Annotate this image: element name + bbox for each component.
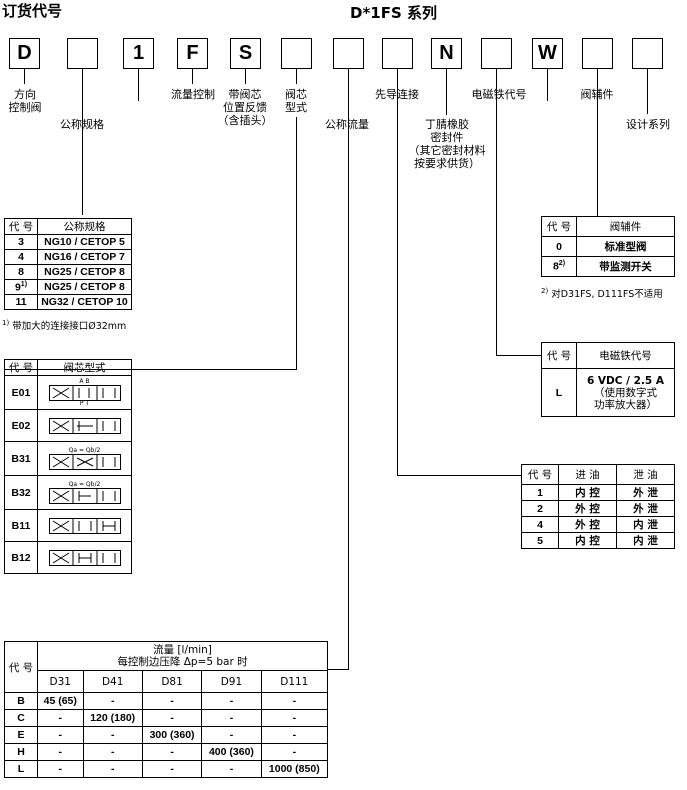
code-box-13 (632, 38, 663, 69)
sol-header-code: 代 号 (541, 342, 577, 369)
spool-table: 代 号阀芯型式 E01 A B P T E02 B31 Qa = Qb/2 B3… (4, 359, 132, 574)
label-solenoid: 电磁铁代号 (471, 88, 527, 101)
spool-symbol-b32 (48, 488, 121, 504)
spool-symbol-e01 (48, 384, 121, 401)
code-box-3: 1 (123, 38, 154, 69)
header-right: D*1FS 系列 (350, 4, 438, 22)
flow-col-d41: D41 (82, 670, 143, 693)
size-header-code: 代 号 (4, 218, 38, 235)
accessory-note: 2) 对D31FS, D111FS不适用 (541, 286, 663, 300)
spool-header-type: 阀芯型式 (37, 359, 132, 376)
table-row: 82)带监测开关 (541, 256, 675, 277)
code-box-10 (481, 38, 512, 69)
spool-header-code: 代 号 (4, 359, 38, 376)
table-row: L----1000 (850) (4, 760, 329, 778)
label-flow-ctrl: 流量控制 (171, 88, 215, 101)
flow-col-d31: D31 (37, 670, 84, 693)
acc-header-code: 代 号 (541, 216, 577, 237)
table-row: 91)NG25 / CETOP 8 (4, 279, 132, 295)
table-row: C-120 (180)--- (4, 709, 329, 727)
flow-header-code: 代 号 (4, 641, 38, 693)
table-row: B12 (4, 541, 132, 574)
label-dir-valve: 方向 控制阀 (8, 88, 42, 114)
code-box-11: W (532, 38, 563, 69)
acc-header-acc: 阀辅件 (576, 216, 675, 237)
size-note: 1) 带加大的连接接口Ø32mm (2, 318, 127, 332)
table-row: B32 Qa = Qb/2 (4, 475, 132, 510)
table-row: L 6 VDC / 2.5 A（使用数字式功率放大器） (541, 368, 675, 417)
flow-col-d91: D91 (201, 670, 262, 693)
code-box-9: N (431, 38, 462, 69)
code-box-4: F (177, 38, 208, 69)
solenoid-table: 代 号电磁铁代号 L 6 VDC / 2.5 A（使用数字式功率放大器） (541, 342, 675, 417)
label-spool-type: 阀芯 型式 (285, 88, 307, 114)
spool-symbol-e02 (48, 417, 121, 434)
code-box-12 (582, 38, 613, 69)
code-box-5: S (230, 38, 261, 69)
flow-header-title: 流量 [l/min]每控制边压降 Δp=5 bar 时 (37, 641, 328, 671)
code-box-7 (333, 38, 364, 69)
header-left: 订货代号 (2, 2, 63, 20)
label-design: 设计系列 (626, 118, 670, 131)
size-header-spec: 公称规格 (37, 218, 132, 235)
table-row: B31 Qa = Qb/2 (4, 441, 132, 476)
table-row: B11 (4, 509, 132, 542)
label-spool-fb: 带阀芯 位置反馈 （含插头） (217, 88, 273, 127)
table-row: E02 (4, 409, 132, 442)
spool-symbol-b31 (48, 454, 121, 470)
code-box-1: D (9, 38, 40, 69)
pilot-header-in: 进 油 (558, 464, 617, 485)
table-row: E01 A B P T (4, 375, 132, 410)
spool-symbol-b11 (48, 517, 121, 534)
sol-header-sol: 电磁铁代号 (576, 342, 675, 369)
code-box-8 (382, 38, 413, 69)
code-box-6 (281, 38, 312, 69)
table-row: E--300 (360)-- (4, 726, 329, 744)
label-seal: 丁腈橡胶 密封件 （其它密封材料 按要求供货） (408, 118, 486, 170)
label-accessory: 阀辅件 (580, 88, 614, 101)
flow-col-d111: D111 (260, 670, 329, 693)
flow-table: 代 号 流量 [l/min]每控制边压降 Δp=5 bar 时 D31 D41 … (4, 641, 329, 778)
flow-col-d81: D81 (141, 670, 203, 693)
code-box-2 (67, 38, 98, 69)
table-row: H---400 (360)- (4, 743, 329, 761)
pilot-header-drain: 泄 油 (616, 464, 675, 485)
pilot-header-code: 代 号 (521, 464, 559, 485)
label-nominal-flow: 公称流量 (325, 118, 369, 131)
spool-symbol-b12 (48, 549, 121, 566)
label-pilot: 先导连接 (375, 88, 419, 101)
label-nominal: 公称规格 (60, 118, 104, 131)
